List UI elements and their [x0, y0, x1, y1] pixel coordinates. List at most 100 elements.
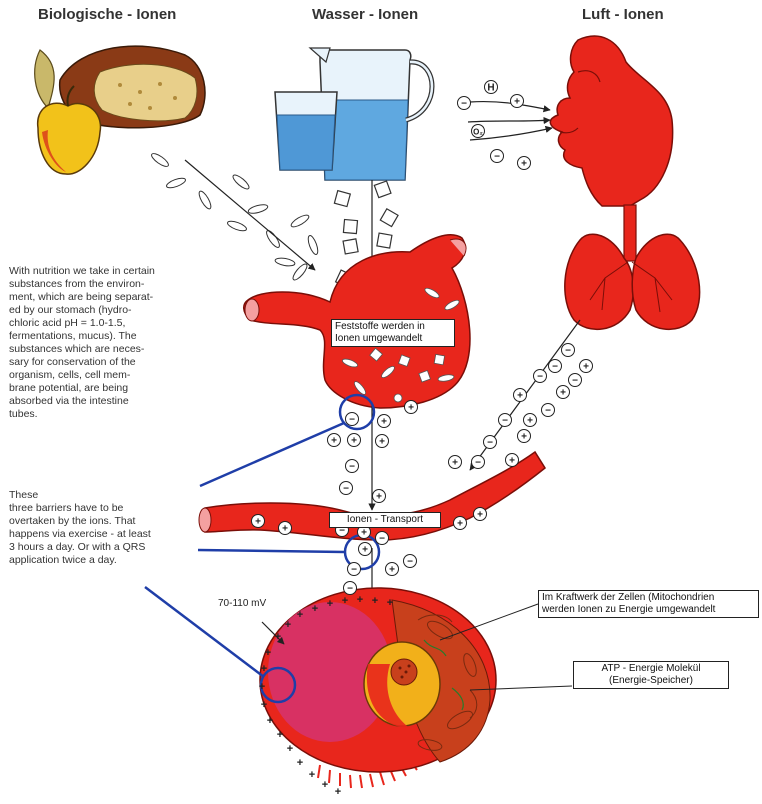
- nutrition-paragraph: With nutrition we take in certain substa…: [9, 265, 209, 421]
- cation-symbol: +: [373, 490, 386, 503]
- barriers-line: happens via exercise - at least: [9, 528, 209, 541]
- svg-text:−: −: [349, 415, 355, 426]
- water-illustration: [275, 48, 432, 180]
- svg-text:−: −: [572, 376, 578, 387]
- barriers-line: 3 hours a day. Or with a QRS: [9, 541, 209, 554]
- anion-symbol: −: [484, 436, 497, 449]
- svg-text:−: −: [347, 584, 353, 595]
- nutrition-line: sary for conservation of the: [9, 356, 209, 369]
- food-flow-arrow: [185, 160, 315, 270]
- atp-box-line: ATP - Energie Molekül: [577, 663, 725, 675]
- svg-text:O₂: O₂: [473, 128, 483, 137]
- cation-symbol: +: [378, 415, 391, 428]
- cation-symbol: +: [376, 435, 389, 448]
- barriers-line: These: [9, 489, 209, 502]
- mito-box-line: werden Ionen zu Energie umgewandelt: [542, 604, 755, 616]
- cation-symbol: +: [405, 401, 418, 414]
- membrane-plus-charge: +: [265, 647, 271, 659]
- cation-symbol: +: [449, 456, 462, 469]
- membrane-plus-charge: +: [372, 595, 378, 607]
- svg-text:−: −: [407, 557, 413, 568]
- svg-text:+: +: [527, 416, 533, 427]
- nutrient-particles: [150, 151, 320, 282]
- cation-symbol: +: [474, 508, 487, 521]
- anion-symbol: −: [534, 370, 547, 383]
- anion-symbol: −: [569, 374, 582, 387]
- svg-text:−: −: [537, 372, 543, 383]
- svg-text:−: −: [502, 416, 508, 427]
- stomach-box-line: Ionen umgewandelt: [335, 333, 451, 345]
- anion-symbol: −: [458, 97, 471, 110]
- cation-symbol: +: [454, 517, 467, 530]
- svg-text:−: −: [494, 152, 500, 163]
- air-illustration: [550, 36, 699, 329]
- svg-text:+: +: [379, 437, 385, 448]
- svg-text:−: −: [552, 362, 558, 373]
- membrane-plus-charge: +: [297, 757, 303, 769]
- barriers-line: three barriers have to be: [9, 502, 209, 515]
- membrane-plus-charge: +: [342, 595, 348, 607]
- anion-symbol: −: [562, 344, 575, 357]
- voltage-label: 70-110 mV: [218, 598, 266, 609]
- cation-symbol: +: [580, 360, 593, 373]
- svg-text:+: +: [362, 545, 368, 556]
- anion-symbol: −: [404, 555, 417, 568]
- mitochondria-box: Im Kraftwerk der Zellen (Mitochondrien w…: [538, 590, 759, 618]
- membrane-plus-charge: +: [261, 663, 267, 675]
- svg-text:+: +: [361, 528, 367, 539]
- svg-text:+: +: [376, 492, 382, 503]
- anion-symbol: −: [549, 360, 562, 373]
- membrane-plus-charge: +: [387, 597, 393, 609]
- anion-symbol: −: [344, 582, 357, 595]
- svg-text:+: +: [331, 436, 337, 447]
- anion-symbol: −: [348, 563, 361, 576]
- cation-symbol: +: [518, 157, 531, 170]
- anion-symbol: −: [346, 413, 359, 426]
- membrane-plus-charge: +: [312, 603, 318, 615]
- svg-text:+: +: [351, 436, 357, 447]
- membrane-plus-charge: +: [335, 786, 341, 798]
- svg-text:+: +: [381, 417, 387, 428]
- cation-symbol: +: [348, 434, 361, 447]
- anion-symbol: −: [491, 150, 504, 163]
- svg-text:−: −: [379, 534, 385, 545]
- svg-text:−: −: [343, 484, 349, 495]
- cation-symbol: +: [328, 434, 341, 447]
- svg-text:+: +: [509, 456, 515, 467]
- atp-box: ATP - Energie Molekül (Energie-Speicher): [573, 661, 729, 689]
- cation-symbol: +: [386, 563, 399, 576]
- svg-text:+: +: [389, 565, 395, 576]
- cation-symbol: +: [279, 522, 292, 535]
- nutrition-line: absorbed via the intestine: [9, 395, 209, 408]
- anion-symbol: −: [340, 482, 353, 495]
- svg-text:+: +: [517, 391, 523, 402]
- membrane-plus-charge: +: [322, 779, 328, 791]
- svg-text:−: −: [349, 462, 355, 473]
- svg-text:+: +: [560, 388, 566, 399]
- svg-text:−: −: [461, 99, 467, 110]
- svg-text:+: +: [521, 432, 527, 443]
- cation-symbol: +: [511, 95, 524, 108]
- svg-text:+: +: [457, 519, 463, 530]
- nutrition-line: substances from the environ-: [9, 278, 209, 291]
- molecule-symbol: O₂: [472, 125, 485, 138]
- cation-symbol: +: [506, 454, 519, 467]
- molecule-symbol: H: [485, 81, 498, 94]
- svg-text:−: −: [545, 406, 551, 417]
- stomach-box-line: Feststoffe werden in: [335, 321, 451, 333]
- nutrition-line: chloric acid pH = 1.0-1.5,: [9, 317, 209, 330]
- svg-text:+: +: [452, 458, 458, 469]
- svg-text:+: +: [583, 362, 589, 373]
- transport-box: Ionen - Transport: [329, 512, 441, 528]
- cation-symbol: +: [557, 386, 570, 399]
- stomach-box: Feststoffe werden in Ionen umgewandelt: [331, 319, 455, 347]
- membrane-plus-charge: +: [267, 715, 273, 727]
- svg-text:+: +: [514, 97, 520, 108]
- membrane-plus-charge: +: [275, 631, 281, 643]
- membrane-plus-charge: +: [309, 769, 315, 781]
- barriers-paragraph: These three barriers have to be overtake…: [9, 489, 209, 567]
- membrane-plus-charge: +: [259, 681, 265, 693]
- svg-text:+: +: [477, 510, 483, 521]
- svg-text:−: −: [487, 438, 493, 449]
- anion-symbol: −: [542, 404, 555, 417]
